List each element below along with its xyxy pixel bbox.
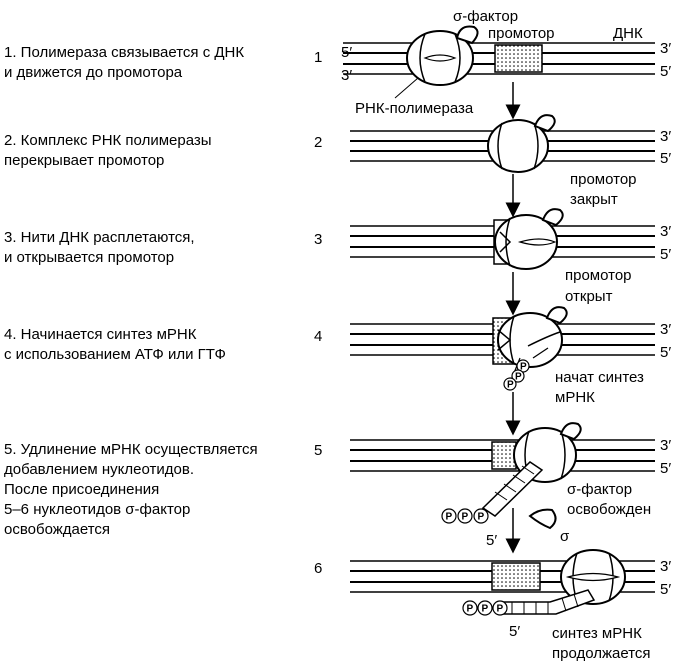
row-5-sigma-factor xyxy=(559,422,582,441)
row-1-five-prime-left: 5′ xyxy=(341,44,352,61)
row-1-polymerase xyxy=(406,30,474,86)
row-number-2: 2 xyxy=(314,134,322,151)
row-4-phosphate-3: P xyxy=(507,380,514,391)
row-1-promoter-box xyxy=(494,44,543,73)
row-number-5: 5 xyxy=(314,442,322,459)
row-5-five-prime-mrna: 5′ xyxy=(486,532,497,549)
row-6-phosphate-3: P xyxy=(497,604,504,615)
row-6-phosphate-2: P xyxy=(482,604,489,615)
label-synthesis-started-1: начат синтез xyxy=(555,369,644,386)
row-5-mrna-chain: P P P xyxy=(441,461,544,524)
row-3-sigma-factor xyxy=(541,208,564,227)
step-5-text: 5. Удлинение мРНК осуществляется добавле… xyxy=(4,440,258,540)
step-5-line-3: После присоединения xyxy=(4,481,160,498)
step-5-line-5: освобождается xyxy=(4,521,111,538)
row-5-phosphate-3: P xyxy=(478,512,485,523)
row-2-sigma-factor xyxy=(533,114,556,133)
label-synthesis-started-2: мРНК xyxy=(555,389,595,406)
row-6-mrna-chain: P P P xyxy=(462,589,596,616)
row-5-phosphate-1: P xyxy=(446,512,453,523)
label-sigma-released-1: σ-фактор xyxy=(567,481,632,498)
row-number-6: 6 xyxy=(314,560,322,577)
row-4-three-prime: 3′ xyxy=(660,321,671,338)
step-2-line-1: 2. Комплекс РНК полимеразы xyxy=(4,132,212,149)
row-2-five-prime: 5′ xyxy=(660,150,671,167)
row-1-dna xyxy=(343,42,655,75)
row-4-five-prime: 5′ xyxy=(660,344,671,361)
step-1-line-2: и движется до промотора xyxy=(4,64,183,81)
label-sigma-factor: σ-фактор xyxy=(453,8,518,25)
label-synthesis-continues-2: продолжается xyxy=(552,645,651,662)
step-1-text: 1. Полимераза связывается с ДНК и движет… xyxy=(4,43,244,83)
row-1-three-prime-left: 3′ xyxy=(341,67,352,84)
label-promoter-closed-2: закрыт xyxy=(570,191,618,208)
row-4-polymerase xyxy=(492,312,563,368)
row-1-sigma-factor xyxy=(455,25,479,45)
row-6-three-prime: 3′ xyxy=(660,558,671,575)
row-6-phosphate-1: P xyxy=(467,604,474,615)
row-number-3: 3 xyxy=(314,231,322,248)
row-2-three-prime: 3′ xyxy=(660,128,671,145)
row-5-three-prime: 3′ xyxy=(660,437,671,454)
step-2-line-2: перекрывает промотор xyxy=(4,152,165,169)
row-1-three-prime-right: 3′ xyxy=(660,40,671,57)
label-rna-polymerase: РНК-полимераза xyxy=(355,100,474,117)
label-dna: ДНК xyxy=(613,25,643,42)
label-synthesis-continues-1: синтез мРНК xyxy=(552,625,642,642)
step-4-line-2: с использованием АТФ или ГТФ xyxy=(4,346,226,363)
row-1-polymerase-pointer xyxy=(394,77,419,99)
row-5-dna xyxy=(350,439,655,472)
step-3-line-1: 3. Нити ДНК расплетаются, xyxy=(4,229,195,246)
label-promoter-open-2: открыт xyxy=(565,288,613,305)
step-5-line-4: 5–6 нуклеотидов σ-фактор xyxy=(4,501,191,518)
row-6-polymerase xyxy=(560,549,626,605)
row-4-phosphate-1: P xyxy=(520,362,527,373)
row-5-released-sigma xyxy=(528,508,557,530)
row-6-five-prime: 5′ xyxy=(660,581,671,598)
row-4-triphosphate: P P P xyxy=(503,357,530,391)
row-4-phosphate-2: P xyxy=(515,372,522,383)
row-number-1: 1 xyxy=(314,49,322,66)
label-sigma-released-2: освобожден xyxy=(567,501,651,518)
row-4-sigma-factor xyxy=(545,306,568,325)
step-2-text: 2. Комплекс РНК полимеразы перекрывает п… xyxy=(4,131,212,171)
step-3-line-2: и открывается промотор xyxy=(4,249,175,266)
row-1-five-prime-right: 5′ xyxy=(660,63,671,80)
row-5-phosphate-2: P xyxy=(462,512,469,523)
row-number-4: 4 xyxy=(314,328,322,345)
row-3-five-prime: 5′ xyxy=(660,246,671,263)
step-5-line-1: 5. Удлинение мРНК осуществляется xyxy=(4,441,258,458)
row-3-three-prime: 3′ xyxy=(660,223,671,240)
step-4-line-1: 4. Начинается синтез мРНК xyxy=(4,326,197,343)
row-3-polymerase xyxy=(493,214,558,270)
label-promoter: промотор xyxy=(488,25,555,42)
label-promoter-open-1: промотор xyxy=(565,267,632,284)
row-6-five-prime-mrna: 5′ xyxy=(509,623,520,640)
step-3-text: 3. Нити ДНК расплетаются, и открывается … xyxy=(4,228,195,268)
label-sigma: σ xyxy=(560,528,570,545)
step-4-text: 4. Начинается синтез мРНК с использовани… xyxy=(4,325,226,365)
step-5-line-2: добавлением нуклеотидов. xyxy=(4,461,194,478)
row-5-five-prime: 5′ xyxy=(660,460,671,477)
step-1-line-1: 1. Полимераза связывается с ДНК xyxy=(4,44,245,61)
label-promoter-closed-1: промотор xyxy=(570,171,637,188)
